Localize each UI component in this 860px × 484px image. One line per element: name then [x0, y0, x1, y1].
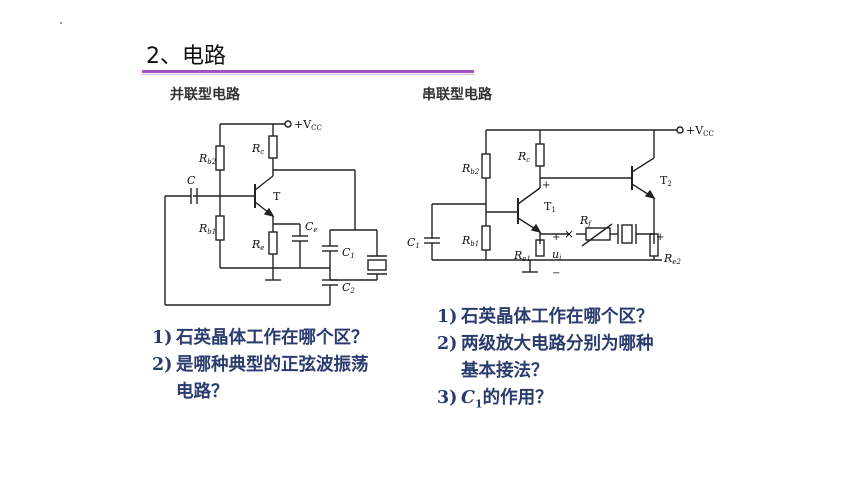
c-label: C	[187, 174, 196, 187]
vcc-label: +VCC	[686, 124, 714, 138]
slide-title: 2、电路	[146, 44, 226, 69]
vcc-terminal	[284, 120, 292, 128]
re-resistor	[268, 231, 278, 255]
rb2-label: Rb2	[198, 152, 217, 166]
rb1-resistor	[481, 225, 491, 251]
left-question-2: 2)是哪种典型的正弦波振荡	[152, 355, 369, 375]
vcc-terminal	[676, 126, 684, 134]
ui-minus: −	[552, 268, 560, 279]
left-questions: 1)石英晶体工作在哪个区？ 2)是哪种典型的正弦波振荡 电路？	[152, 325, 369, 406]
parallel-oscillator-circuit: +VCC Rb2 Rb1 C T Rc Re Ce C1 C2	[164, 118, 387, 306]
right-question-1: 1)石英晶体工作在哪个区？	[437, 307, 654, 327]
left-question-1: 1)石英晶体工作在哪个区？	[152, 328, 369, 348]
t-label: T	[273, 190, 281, 203]
re1-label: Re1	[513, 249, 531, 263]
t1-label: T1	[544, 200, 556, 214]
x-mark: ×	[564, 227, 574, 241]
t2-label: T2	[660, 174, 672, 188]
right-heading: 串联型电路	[422, 87, 492, 103]
c2-label: C2	[342, 281, 355, 295]
left-question-2-cont: 电路？	[176, 382, 229, 402]
re1-resistor	[535, 239, 545, 257]
right-question-2: 2)两级放大电路分别为哪种	[437, 334, 654, 354]
rb2-label: Rb2	[461, 162, 480, 176]
c1-label: C1	[407, 236, 420, 250]
right-question-3: 3)C1的作用？	[437, 388, 553, 411]
rb1-label: Rb1	[198, 222, 216, 236]
plus-sign-2: +	[656, 232, 664, 243]
rb1-resistor	[215, 215, 225, 241]
rc-resistor	[535, 143, 545, 167]
ui-plus: +	[552, 232, 560, 243]
ce-label: Ce	[305, 220, 318, 234]
rb2-resistor	[481, 153, 491, 179]
ui-label: ui	[552, 248, 561, 262]
title-underline-thin	[142, 74, 474, 75]
c1-label: C1	[342, 246, 355, 260]
re2-label: Re2	[663, 252, 681, 266]
rc-label: Rc	[251, 142, 264, 156]
re-label: Re	[251, 238, 264, 252]
right-questions: 1)石英晶体工作在哪个区？ 2)两级放大电路分别为哪种 基本接法？ 3)C1的作…	[437, 304, 654, 418]
rc-resistor	[268, 135, 278, 159]
title-underline	[142, 70, 474, 73]
plus-sign: +	[542, 180, 550, 191]
corner-dot	[60, 22, 62, 24]
rc-label: Rc	[517, 150, 530, 164]
rb1-label: Rb1	[461, 234, 479, 248]
rf-label: Rf	[579, 214, 592, 228]
left-heading: 并联型电路	[170, 87, 240, 103]
vcc-label: +VCC	[294, 118, 322, 132]
series-oscillator-circuit: +VCC Rb2 Rb1 C1 T1 Rc + T2 Re2 + Re1 ui …	[407, 124, 714, 279]
rb2-resistor	[215, 145, 225, 171]
right-question-2-cont: 基本接法？	[461, 361, 549, 381]
